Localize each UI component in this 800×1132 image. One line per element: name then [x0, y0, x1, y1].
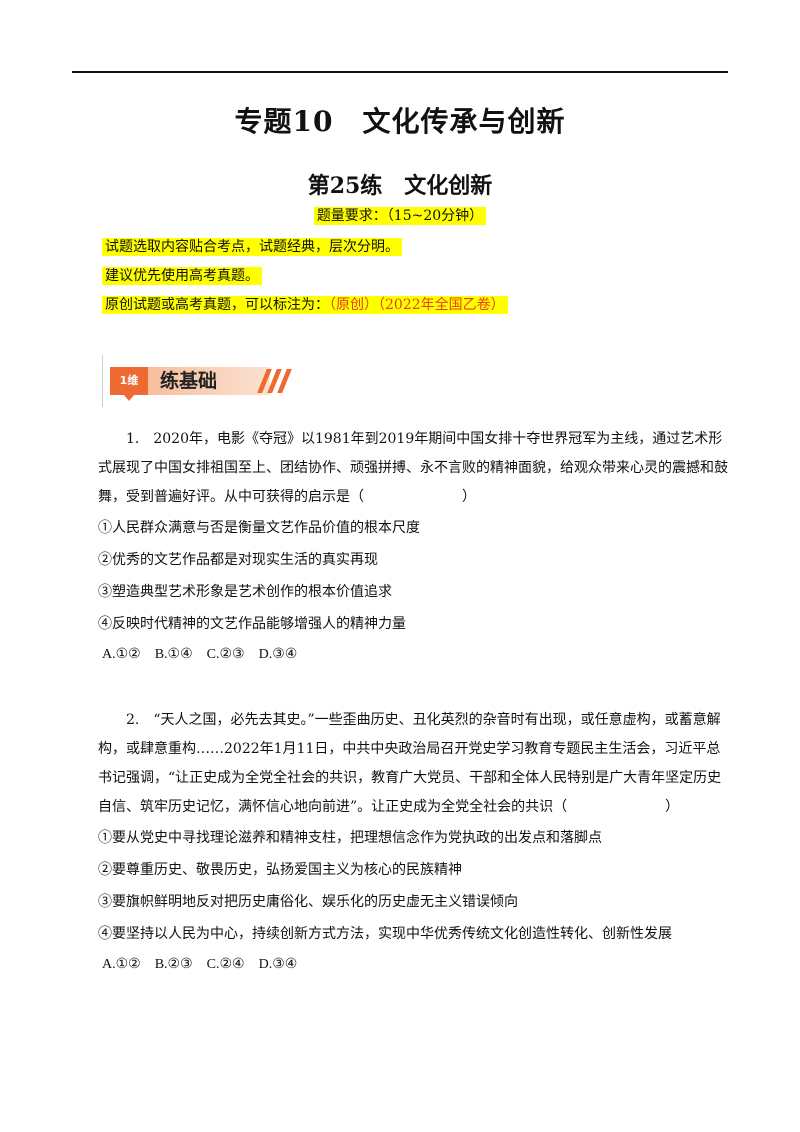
note-line-1-text: 试题选取内容贴合考点，试题经典，层次分明。: [102, 238, 402, 256]
note-line-3: 原创试题或高考真题，可以标注为：（原创）（2022年全国乙卷）: [102, 295, 508, 324]
question-2: 2. “天人之国，必先去其史。”一些歪曲历史、丑化英烈的杂音时有出现，或任意虚构…: [98, 706, 728, 979]
option-item: ②优秀的文艺作品都是对现实生活的真实再现: [98, 552, 378, 568]
question-stem: 2. “天人之国，必先去其史。”一些歪曲历史、丑化英烈的杂音时有出现，或任意虚构…: [98, 712, 722, 815]
option-item: ③塑造典型艺术形象是艺术创作的根本价值追求: [98, 584, 392, 600]
option-item: ①要从党史中寻找理论滋养和精神支柱，把理想信念作为党执政的出发点和落脚点: [98, 830, 602, 846]
option-item: ③要旗帜鲜明地反对把历史庸俗化、娱乐化的历史虚无主义错误倾向: [98, 894, 518, 910]
option-list: ①要从党史中寻找理论滋养和精神支柱，把理想信念作为党执政的出发点和落脚点 ②要尊…: [98, 822, 728, 950]
answer-choices: A.①② B.②③ C.②④ D.③④: [102, 957, 298, 972]
banner-divider: [102, 355, 103, 407]
note-line-1: 试题选取内容贴合考点，试题经典，层次分明。: [102, 237, 508, 266]
note-line-3-source-tags: （原创）（2022年全国乙卷）: [329, 297, 505, 313]
note-line-3-prefix: 原创试题或高考真题，可以标注为：: [105, 297, 329, 313]
answer-choices: A.①② B.①④ C.②③ D.③④: [102, 647, 298, 662]
section-banner: 1维 练基础: [102, 355, 297, 407]
option-item: ①人民群众满意与否是衡量文艺作品价值的根本尺度: [98, 520, 420, 536]
option-list: ①人民群众满意与否是衡量文艺作品价值的根本尺度 ②优秀的文艺作品都是对现实生活的…: [98, 512, 728, 640]
time-requirement-text: 题量要求：（15~20分钟）: [313, 207, 487, 225]
time-requirement: 题量要求：（15~20分钟）: [0, 205, 800, 225]
note-line-2: 建议优先使用高考真题。: [102, 266, 508, 295]
question-1: 1. 2020年，电影《夺冠》以1981年到2019年期间中国女排十夺世界冠军为…: [98, 425, 728, 669]
top-divider: [72, 71, 728, 73]
main-title: 专题10 文化传承与创新: [234, 105, 566, 138]
editor-notes: 试题选取内容贴合考点，试题经典，层次分明。 建议优先使用高考真题。 原创试题或高…: [102, 237, 508, 324]
section-tag: 1维: [110, 367, 148, 401]
note-line-2-text: 建议优先使用高考真题。: [102, 267, 262, 285]
section-label: 练基础: [160, 370, 218, 392]
sub-title: 第25练 文化创新: [307, 173, 493, 199]
question-stem: 1. 2020年，电影《夺冠》以1981年到2019年期间中国女排十夺世界冠军为…: [98, 431, 728, 505]
option-item: ④反映时代精神的文艺作品能够增强人的精神力量: [98, 616, 406, 632]
option-item: ④要坚持以人民为中心，持续创新方式方法，实现中华优秀传统文化创造性转化、创新性发…: [98, 926, 672, 942]
option-item: ②要尊重历史、敬畏历史，弘扬爱国主义为核心的民族精神: [98, 862, 462, 878]
